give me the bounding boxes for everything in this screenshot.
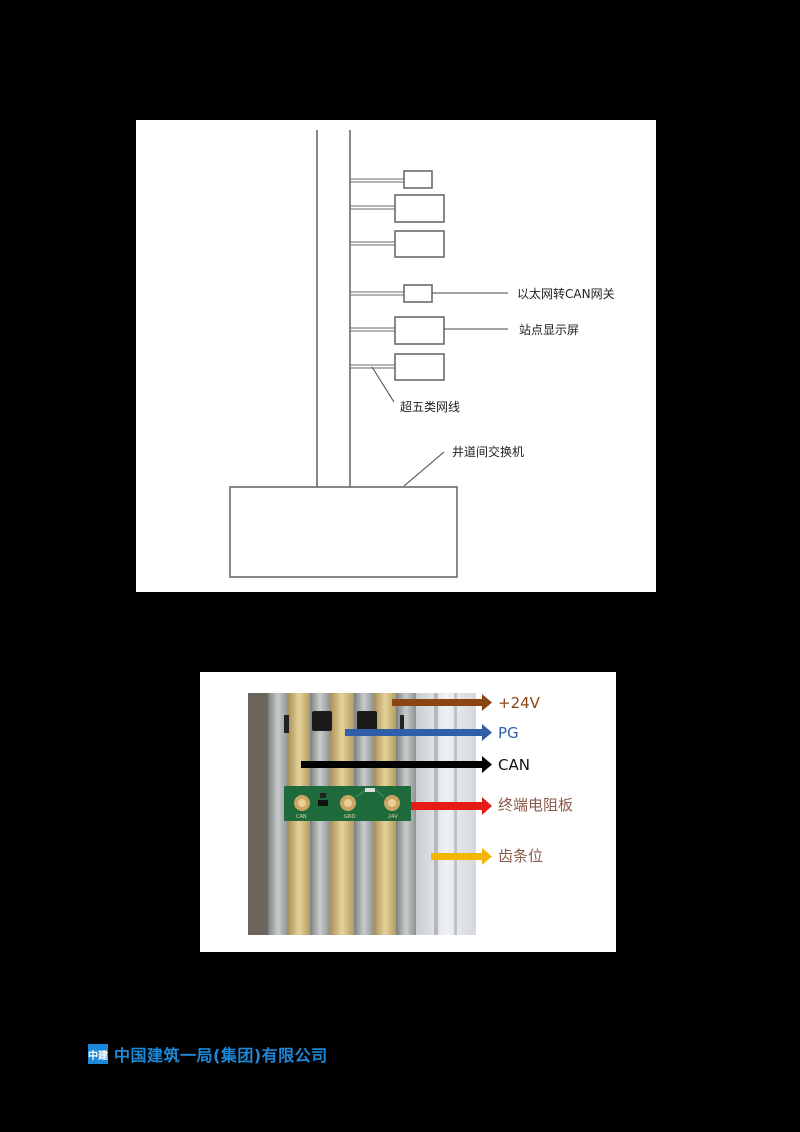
display-box xyxy=(394,316,445,345)
company-logo-icon: 中建 xyxy=(88,1044,108,1064)
cable-connectors xyxy=(350,178,404,369)
arrow-rack xyxy=(431,848,492,865)
label-terminal-board: 终端电阻板 xyxy=(498,796,574,814)
display-label: 站点显示屏 xyxy=(519,323,580,337)
arrow-24v xyxy=(392,694,492,711)
gateway-box xyxy=(403,284,433,303)
label-rack-position: 齿条位 xyxy=(498,847,544,865)
company-name: 中国建筑一局(集团)有限公司 xyxy=(114,1046,328,1065)
leader-lines xyxy=(371,292,508,487)
switch-box xyxy=(229,486,458,578)
label-pg: PG xyxy=(498,724,519,742)
terminal-resistor-pcb xyxy=(284,786,411,821)
page-footer: 中建 中国建筑一局(集团)有限公司 xyxy=(88,1043,328,1065)
gateway-label: 以太网转CAN网关 xyxy=(517,287,615,301)
switch-label: 井道间交换机 xyxy=(452,445,525,459)
device-box-6 xyxy=(394,353,445,381)
device-box-2 xyxy=(394,194,445,223)
arrow-pg xyxy=(345,724,492,741)
topology-lines xyxy=(229,130,508,578)
arrow-terminal-board xyxy=(411,797,492,815)
arrow-can xyxy=(301,756,492,773)
annotated-photo-figure: CAN GND 24V +24V PG CAN 终端电阻板 齿条位 xyxy=(200,672,616,952)
pcb-label-24v: 24V xyxy=(388,814,398,820)
annotation-arrows xyxy=(301,694,492,865)
pcb-label-can: CAN xyxy=(296,814,307,820)
label-24v: +24V xyxy=(498,694,540,712)
topology-diagram: 以太网转CAN网关 站点显示屏 超五类网线 井道间交换机 xyxy=(136,120,656,592)
pcb-label-gnd: GND xyxy=(344,814,356,820)
cable-label: 超五类网线 xyxy=(400,400,461,414)
label-can: CAN xyxy=(498,756,530,774)
device-box-3 xyxy=(394,230,445,258)
device-box-1 xyxy=(403,170,433,189)
